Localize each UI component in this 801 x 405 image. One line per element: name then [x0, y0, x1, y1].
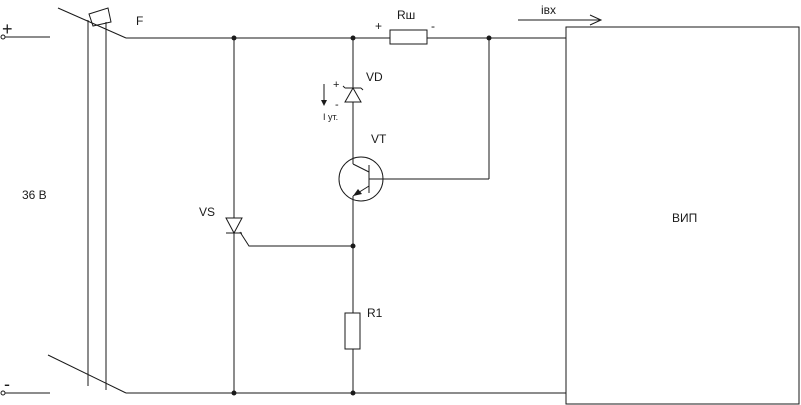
zener-plus-label: +	[333, 79, 339, 91]
minus-terminal	[0, 390, 50, 396]
zener-diode	[342, 85, 364, 103]
input-current-label: iвх	[541, 3, 556, 17]
resistor-label: R1	[367, 306, 383, 320]
junction-dots	[231, 35, 492, 396]
fuse-switch	[47, 7, 127, 394]
shunt-label: Rш	[397, 8, 415, 22]
load-block	[565, 26, 800, 405]
minus-terminal-label: -	[4, 374, 10, 394]
load-label: ВИП	[672, 211, 697, 225]
input-current-arrow	[518, 14, 603, 26]
zener-label: VD	[366, 70, 383, 84]
zener-current-label: I ут.	[323, 112, 338, 122]
shunt-minus-label: -	[431, 19, 435, 33]
transistor	[338, 156, 489, 202]
transistor-label: VT	[371, 132, 387, 146]
resistor-r1	[344, 312, 361, 350]
shunt-plus-label: +	[375, 19, 382, 33]
zener-current-arrow	[321, 84, 327, 106]
thyristor-label: VS	[199, 205, 215, 219]
thyristor	[225, 217, 353, 247]
fuse-label: F	[136, 14, 143, 28]
plus-terminal-label: +	[2, 19, 13, 39]
zener-minus-label: -	[335, 99, 339, 111]
supply-voltage-label: 36 В	[22, 188, 47, 202]
shunt-resistor	[389, 29, 428, 45]
plus-terminal	[0, 34, 50, 40]
